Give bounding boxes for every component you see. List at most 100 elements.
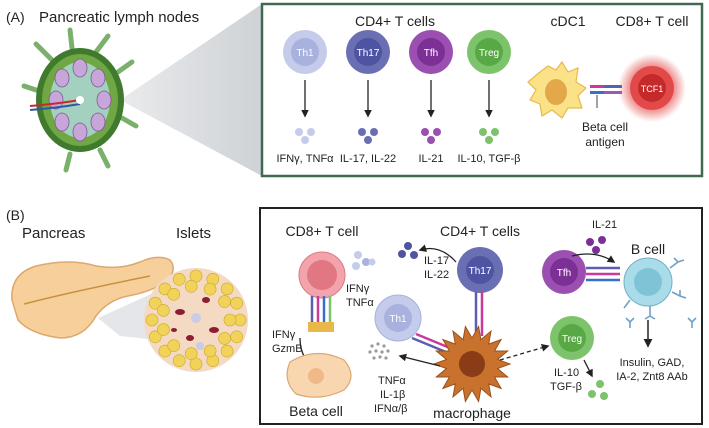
cytokine-dot	[364, 136, 372, 144]
beta-cell	[286, 352, 352, 398]
cytokine-dot	[301, 136, 309, 144]
cdc1-header: cDC1	[550, 13, 585, 29]
th1-label-b: Th1	[389, 314, 407, 325]
tcf1-label: TCF1	[641, 84, 664, 94]
islet-cell	[189, 357, 203, 371]
macro-ifnab: IFNα/β	[374, 403, 407, 415]
th17-cell-b	[457, 247, 503, 293]
islet-cell	[167, 339, 180, 353]
antigen-label-2: antigen	[585, 135, 624, 149]
tfh-label-b: Tfh	[557, 268, 571, 279]
zoom-cone	[120, 4, 262, 176]
b-cell	[623, 257, 687, 320]
beta-cell-label: Beta cell	[289, 403, 343, 419]
pancreas-illustration	[11, 256, 174, 339]
cd4-cell-nucleus	[291, 38, 319, 66]
islet-cell	[230, 296, 243, 310]
cytokine-dot	[479, 128, 487, 136]
cytokine-dot	[421, 128, 429, 136]
islet-cell	[220, 282, 234, 296]
cd4-cell-label: Tfh	[424, 48, 438, 59]
antigen-label-1: Beta cell	[582, 120, 628, 134]
cd4-cell-label: Th17	[357, 48, 380, 59]
cytokine-dot	[295, 128, 303, 136]
islet-cell	[220, 344, 234, 358]
cd4-header-a: CD4+ T cells	[355, 13, 435, 29]
cd4-cytokine-label: IL-21	[418, 153, 443, 165]
islet-cell	[189, 269, 203, 283]
treg-il10: IL-10	[554, 367, 579, 379]
cd4-title-b: CD4+ T cells	[440, 223, 520, 239]
cd4-cytokine-label: IFNγ, TNFα	[276, 153, 334, 165]
cd8-header-a: CD8+ T cell	[615, 13, 688, 29]
macro-secretion	[368, 342, 390, 360]
il21-label-b: IL-21	[592, 219, 617, 231]
islet-cell	[184, 279, 198, 293]
cytokine-dot	[491, 128, 499, 136]
cytokine-dot	[307, 128, 315, 136]
treg-label-b: Treg	[562, 334, 582, 345]
cd4-cell-label: Th1	[296, 48, 314, 59]
panel-b-label: (B)	[6, 207, 25, 223]
panel-a: (A) Pancreatic lymph nodes	[6, 2, 704, 178]
cd8-gzmb: GzmB	[272, 343, 303, 355]
islet-cell	[218, 332, 231, 345]
treg-cell-b	[550, 316, 594, 360]
il22-label: IL-22	[424, 269, 449, 281]
il17-label: IL-17	[424, 255, 449, 267]
islet-illustration	[144, 268, 248, 372]
islet-cell	[167, 287, 180, 301]
islet-cell	[149, 296, 162, 310]
islet-cell	[157, 304, 170, 317]
cytokine-dot	[485, 136, 493, 144]
macrophage-cell	[432, 325, 512, 403]
islet-cell	[203, 344, 217, 358]
antibodies	[625, 317, 697, 328]
treg-tgfb: TGF-β	[550, 381, 582, 393]
th1-secretion	[368, 258, 376, 266]
th1-ifng: IFNγ	[346, 283, 370, 295]
il21-secretion	[586, 236, 606, 254]
mhc-tcr-complex	[590, 85, 622, 108]
cytokine-dot	[433, 128, 441, 136]
pancreas-label: Pancreas	[22, 225, 85, 242]
islet-cell	[149, 330, 162, 344]
islet-cell	[172, 354, 186, 368]
lymph-node-illustration	[21, 27, 139, 173]
cd8-secretion-1	[354, 251, 362, 259]
islet-cell	[145, 313, 159, 327]
treg-secretion	[588, 380, 608, 400]
islet-cell	[230, 330, 243, 344]
islet-cell	[184, 347, 198, 361]
macro-il1b: IL-1β	[380, 389, 405, 401]
th17-secretion	[398, 242, 418, 259]
islet-cell	[203, 282, 217, 296]
cd4-cell-label: Treg	[479, 48, 499, 59]
th1-cell-b	[374, 294, 422, 342]
islet-cell	[157, 323, 170, 336]
cdc1-dendritic-cell	[527, 60, 587, 119]
lymph-node-title: Pancreatic lymph nodes	[39, 9, 199, 26]
panel-a-label: (A)	[6, 9, 25, 25]
b-cell-title: B cell	[631, 241, 665, 257]
cd4-cell-nucleus	[475, 38, 503, 66]
cd4-cell-nucleus	[354, 38, 382, 66]
macro-tnfa: TNFα	[378, 375, 406, 387]
th1-tnfa: TNFα	[346, 297, 374, 309]
tfh-cell-b	[542, 250, 586, 294]
panel-b: (B) Pancreas Islets CD8+ T cell	[6, 207, 703, 425]
aab-line-2: IA-2, Znt8 AAb	[616, 371, 688, 383]
cytokine-dot	[427, 136, 435, 144]
cd4-cytokine-label: IL-10, TGF-β	[458, 153, 521, 165]
cytokine-dot	[370, 128, 378, 136]
cd8-ifng: IFNγ	[272, 329, 296, 341]
cd8-t-cell-b	[298, 251, 346, 332]
islet-cell	[223, 313, 237, 327]
macrophage-label: macrophage	[433, 405, 511, 421]
islets-label: Islets	[176, 225, 211, 242]
aab-line-1: Insulin, GAD,	[620, 357, 685, 369]
cd4-cytokine-label: IL-17, IL-22	[340, 153, 396, 165]
cytokine-dot	[358, 128, 366, 136]
